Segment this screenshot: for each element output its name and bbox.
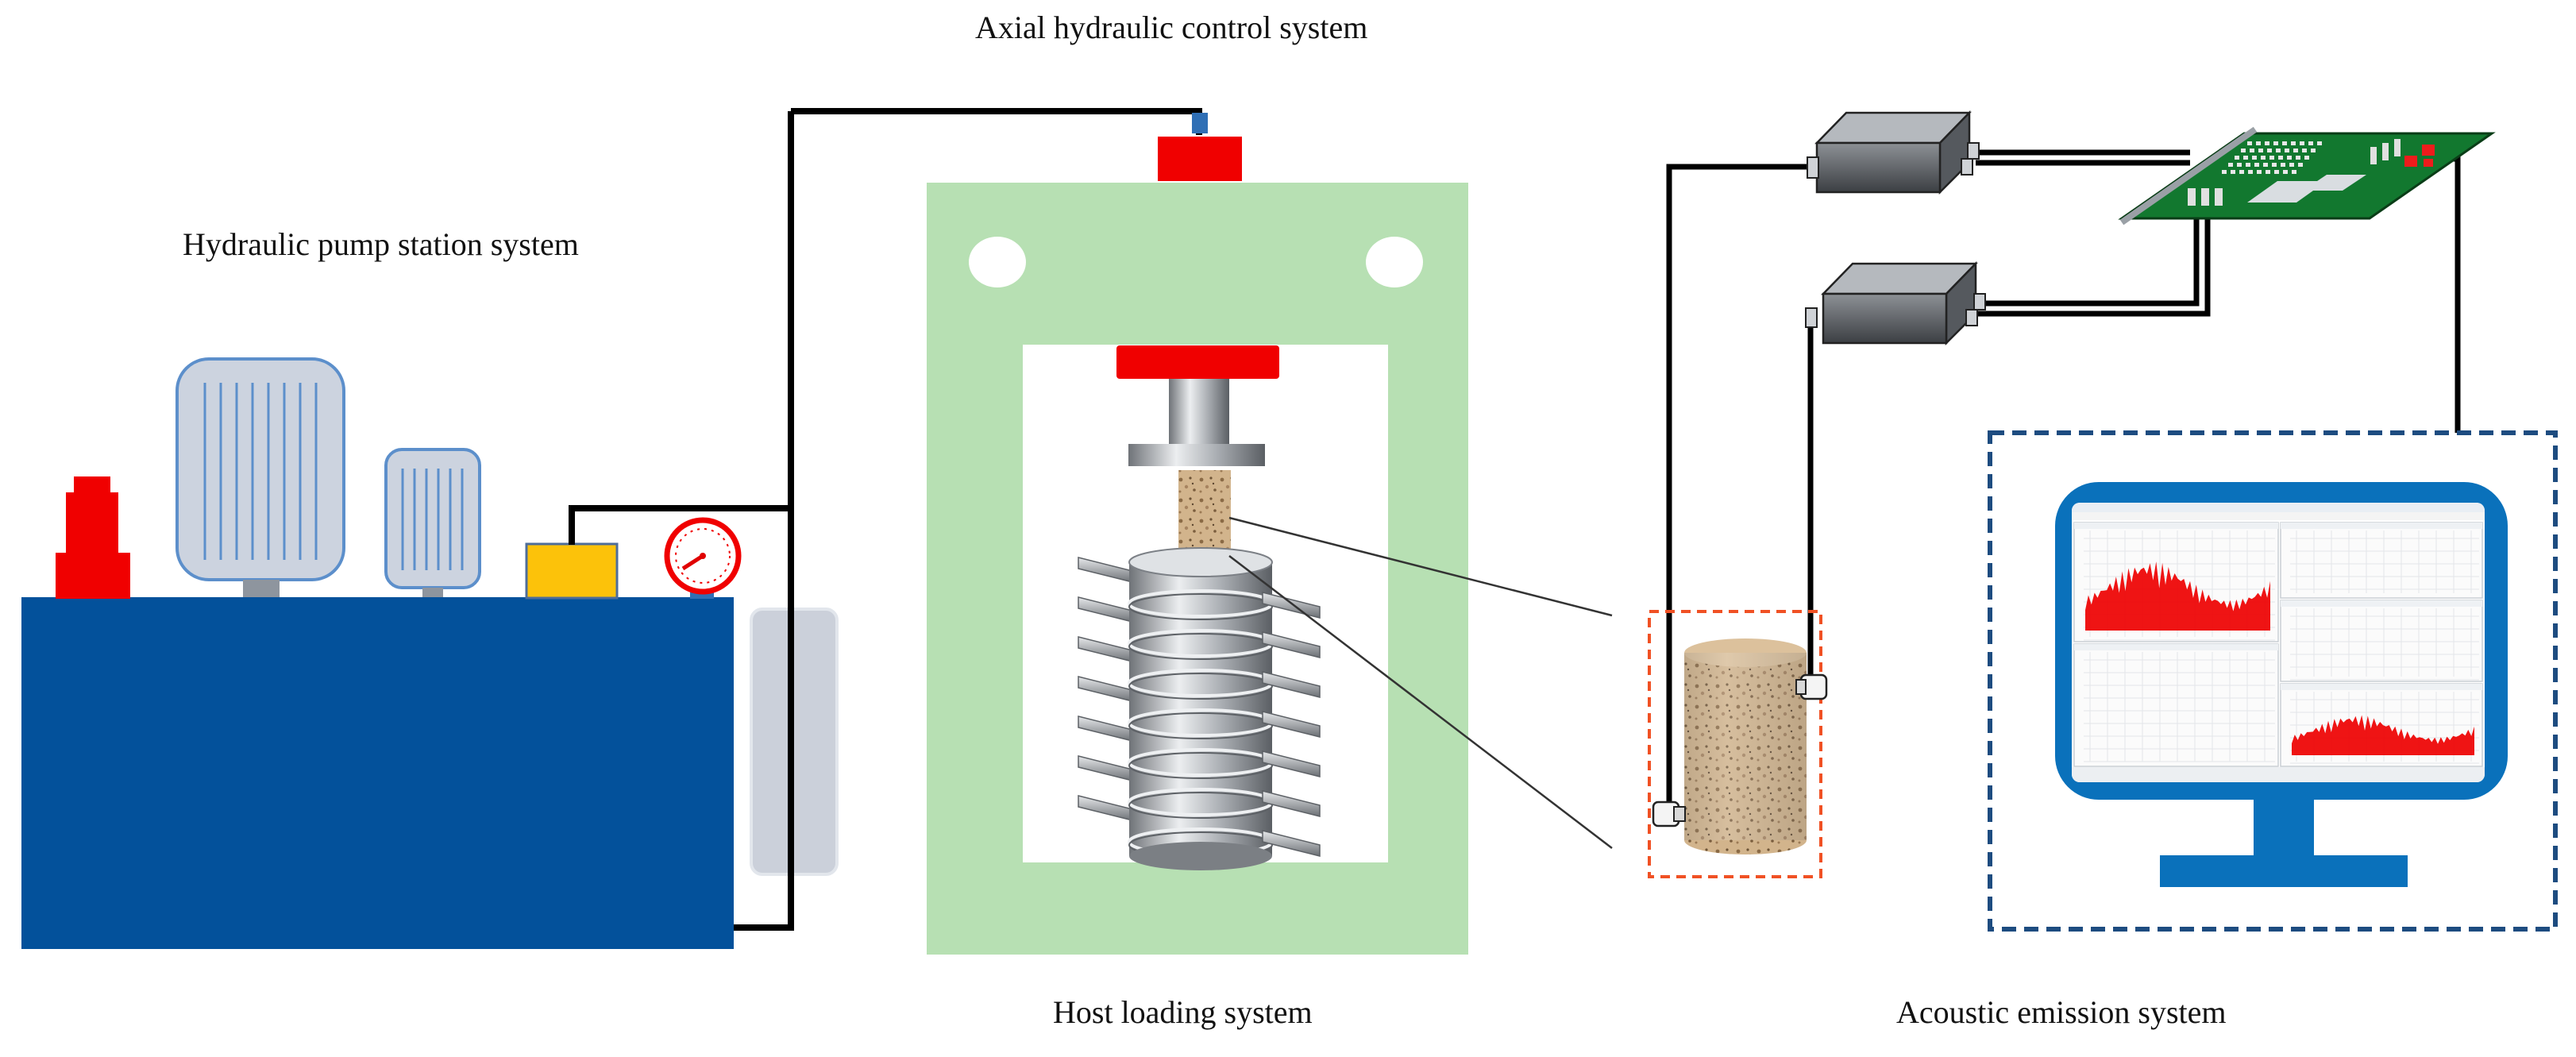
computer-monitor-icon (2055, 482, 2508, 887)
preamplifier-box-icon (1807, 110, 1980, 195)
caption-host-loading: Host loading system (1053, 994, 1313, 1030)
loading-piston (1128, 379, 1265, 466)
caption-axial-hydraulic: Axial hydraulic control system (975, 10, 1368, 45)
confining-chamber (1078, 547, 1321, 870)
preamplifier-box-icon (1805, 260, 1986, 346)
acoustic-sensor-icon (1795, 673, 1828, 700)
caption-acoustic-emission: Acoustic emission system (1896, 994, 2227, 1030)
oil-tank (21, 597, 734, 949)
ae-software-screen (2072, 503, 2485, 782)
acoustic-emission-system (1648, 110, 2558, 932)
rock-specimen-icon (1684, 638, 1807, 854)
host-loading-frame (927, 113, 1613, 955)
relief-valve-icon (56, 476, 130, 599)
acoustic-sensor-icon (1652, 800, 1686, 827)
zoom-leader-lines (1228, 516, 1613, 849)
upper-platen (1116, 345, 1279, 379)
electric-motor-icon (175, 357, 345, 597)
specimen-in-frame (1178, 470, 1231, 561)
caption-pump-station: Hydraulic pump station system (183, 226, 579, 262)
electric-motor-icon (384, 448, 481, 597)
specimen-detail-frame (1648, 610, 1822, 878)
hydraulic-pump-station (21, 357, 839, 949)
computer-detail-frame (1988, 430, 2558, 932)
axial-cylinder-icon (1158, 113, 1242, 181)
directional-valve (525, 542, 619, 600)
signal-cables (1666, 149, 2461, 812)
pressure-gauge-icon (664, 517, 742, 599)
circuit-board-icon (2118, 126, 2496, 226)
